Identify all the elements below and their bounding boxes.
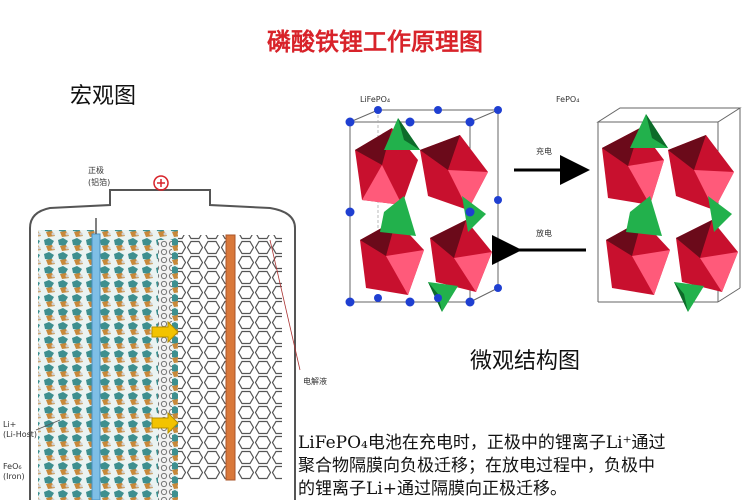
description-line-2: 聚合物隔膜向负极迁移；在放电过程中，负极中: [298, 456, 655, 476]
aluminum-current-collector: [91, 233, 101, 500]
micro-structure-label: 微观结构图: [470, 349, 581, 374]
electrolyte-label: 电解液: [303, 377, 327, 386]
feo-sub: (Iron): [3, 472, 25, 481]
cathode-particles: [38, 230, 178, 500]
battery-cell: [29, 175, 301, 500]
lithium-ion-arrow-2: [151, 411, 179, 435]
feo-label: FeO₆: [3, 462, 22, 471]
copper-current-collector: [225, 234, 236, 481]
description-line-1: LiFePO₄电池在充电时，正极中的锂离子Li⁺通过: [298, 433, 666, 453]
charge-label: 充电: [536, 147, 552, 156]
li-label: Li+: [3, 420, 17, 429]
positive-terminal-sub: (铝箔): [88, 178, 111, 187]
positive-terminal-label: 正极: [88, 166, 104, 175]
fepo4-label: FePO₄: [556, 95, 580, 104]
graphite-anode-right: [237, 235, 282, 480]
diagram-title: 磷酸铁锂工作原理图: [267, 27, 483, 56]
macro-view-label: 宏观图: [70, 84, 137, 109]
graphite-anode-left: [178, 235, 226, 480]
discharge-label: 放电: [536, 229, 552, 238]
lifepo4-label: LiFePO₄: [360, 95, 391, 104]
positive-terminal-icon: [153, 175, 169, 191]
lithium-ion-arrow-1: [151, 320, 179, 344]
description-line-3: 的锂离子Li+通过隔膜向正极迁移。: [298, 479, 567, 499]
polymer-separator: [158, 240, 172, 500]
description-text: LiFePO₄电池在充电时，正极中的锂离子Li⁺通过 聚合物隔膜向负极迁移；在放…: [298, 432, 746, 501]
fepo4-crystal: [596, 107, 742, 312]
li-sub: (Li-Host): [3, 430, 38, 439]
lifepo4-crystal: [345, 106, 502, 312]
